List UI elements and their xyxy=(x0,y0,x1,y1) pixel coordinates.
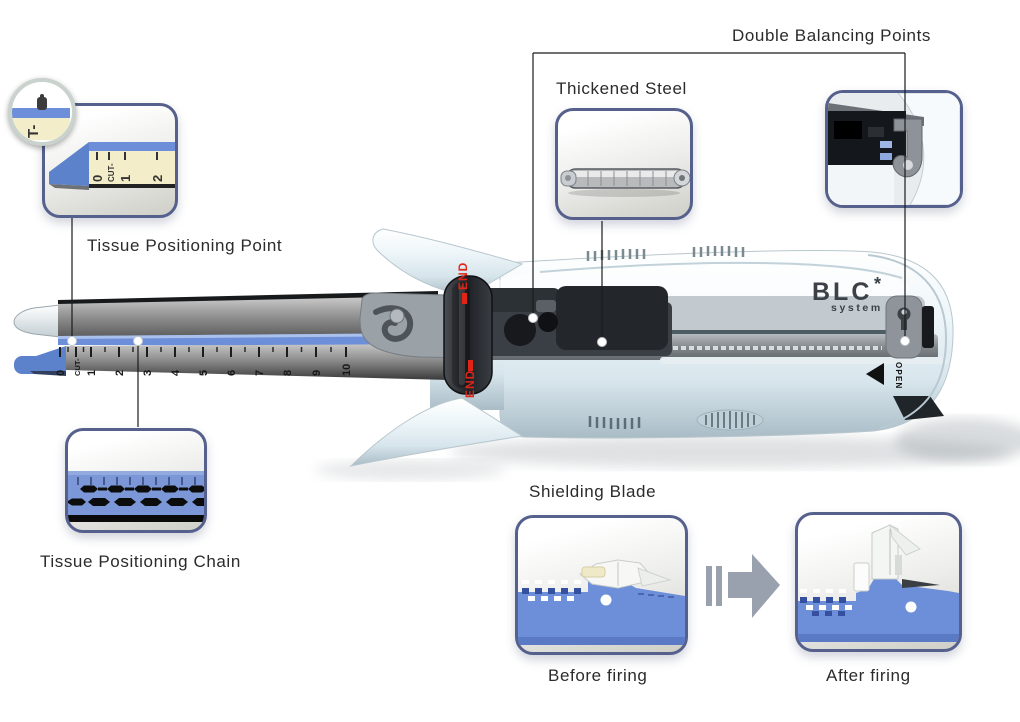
inset-blue-wedge xyxy=(49,142,89,186)
end-label-top: END xyxy=(456,262,470,290)
end-tick-bottom xyxy=(468,360,473,371)
svg-text:3: 3 xyxy=(142,370,154,376)
tissue-chain-panel xyxy=(65,428,207,533)
end-label-bottom: END xyxy=(463,370,477,398)
label-double-balancing-points: Double Balancing Points xyxy=(732,26,932,45)
svg-text:9: 9 xyxy=(311,370,323,376)
magnifier-scale-text: T- xyxy=(25,125,42,138)
inset-wedge-shadow xyxy=(49,184,89,190)
transition-arrow xyxy=(706,554,780,618)
chain-black-stripe xyxy=(68,515,204,522)
svg-text:2: 2 xyxy=(150,175,165,182)
svg-text:4: 4 xyxy=(170,369,182,376)
raised-blade xyxy=(853,523,940,592)
chain-texture xyxy=(522,580,581,601)
svg-text:10: 10 xyxy=(341,364,353,376)
svg-text:CUT-: CUT- xyxy=(107,163,116,182)
end-tick-top xyxy=(462,293,467,304)
chain-links xyxy=(68,485,204,506)
firing-mechanism xyxy=(476,286,672,356)
cartridge-blue-base xyxy=(518,570,685,645)
wing-shadow xyxy=(315,460,505,480)
seam-top xyxy=(539,261,903,279)
grip-pad xyxy=(696,409,764,431)
shell-split-gap xyxy=(660,357,948,364)
magnifier-blue-strip xyxy=(12,108,70,118)
label-before-firing: Before firing xyxy=(548,666,648,685)
after-firing-panel xyxy=(795,512,962,652)
svg-text:1: 1 xyxy=(118,175,133,182)
inset-dark-line xyxy=(89,184,175,188)
brand-name: BLC xyxy=(812,278,872,306)
mechanism-closeup xyxy=(828,103,924,178)
upper-jaw xyxy=(58,296,438,338)
brand-subtitle: system xyxy=(831,302,883,314)
jaw-scale: 0 CUT- 1 2 3 4 5 6 7 8 9 10 xyxy=(55,347,353,376)
body-shadow xyxy=(450,436,1010,468)
balancing-pin xyxy=(885,295,923,359)
double-balancing-panel xyxy=(825,90,963,208)
open-label: OPEN xyxy=(894,362,903,389)
positioning-point-nub xyxy=(37,94,47,110)
pivot-dot xyxy=(600,594,612,606)
label-after-firing: After firing xyxy=(826,666,911,685)
before-firing-panel xyxy=(515,515,688,655)
staple-dashes xyxy=(638,593,674,598)
magnifier-circle: T- xyxy=(8,78,76,146)
shielded-blade-low xyxy=(579,559,672,589)
svg-text:6: 6 xyxy=(226,370,238,376)
pivot-screw xyxy=(389,308,405,324)
jaw-tip xyxy=(13,304,61,338)
scale-bar xyxy=(66,344,450,380)
svg-text:7: 7 xyxy=(254,370,266,376)
shell-closeup xyxy=(897,93,960,205)
steel-bar-illustration xyxy=(560,168,690,197)
anvil-highlight xyxy=(58,333,442,339)
svg-text:0: 0 xyxy=(90,175,105,182)
chain-tick-marks xyxy=(77,477,196,485)
cartridge-blue-base xyxy=(798,577,959,642)
brand-logo: BLC * system xyxy=(812,274,883,314)
wedge-shadow xyxy=(30,371,66,376)
pivot-dot xyxy=(905,601,917,613)
label-tissue-positioning-chain: Tissue Positioning Chain xyxy=(40,552,241,571)
svg-text:0: 0 xyxy=(55,370,67,376)
chain-blue-band xyxy=(68,471,204,517)
lower-jaw-wedge xyxy=(18,346,66,371)
label-tissue-positioning-point: Tissue Positioning Point xyxy=(87,236,283,255)
inset-blue-strip xyxy=(89,142,175,151)
thickened-steel-panel xyxy=(555,108,693,220)
brand-star: * xyxy=(874,274,881,294)
open-triangle-icon xyxy=(866,363,884,385)
latch xyxy=(922,306,934,348)
magnifier-cream xyxy=(12,118,70,140)
seam-cap xyxy=(867,254,948,429)
label-thickened-steel: Thickened Steel xyxy=(556,79,687,98)
svg-text:2: 2 xyxy=(114,370,126,376)
balancing-hook xyxy=(892,118,923,178)
svg-text:CUT-: CUT- xyxy=(73,358,82,376)
cap-shadow xyxy=(895,418,1020,462)
label-shielding-blade: Shielding Blade xyxy=(529,482,657,501)
chain-texture xyxy=(800,589,852,616)
end-markings: END END xyxy=(456,262,477,398)
svg-text:5: 5 xyxy=(198,370,210,376)
open-marking: OPEN xyxy=(866,362,903,389)
slider-knob xyxy=(443,275,493,395)
rail-top-line xyxy=(470,330,928,336)
svg-text:8: 8 xyxy=(282,370,294,376)
inset-ruler-cream xyxy=(89,151,175,184)
jaw-assembly: 0 CUT- 1 2 3 4 5 6 7 8 9 10 xyxy=(13,291,450,380)
svg-text:1: 1 xyxy=(86,370,98,376)
grip-ribs-bottom xyxy=(588,416,641,429)
